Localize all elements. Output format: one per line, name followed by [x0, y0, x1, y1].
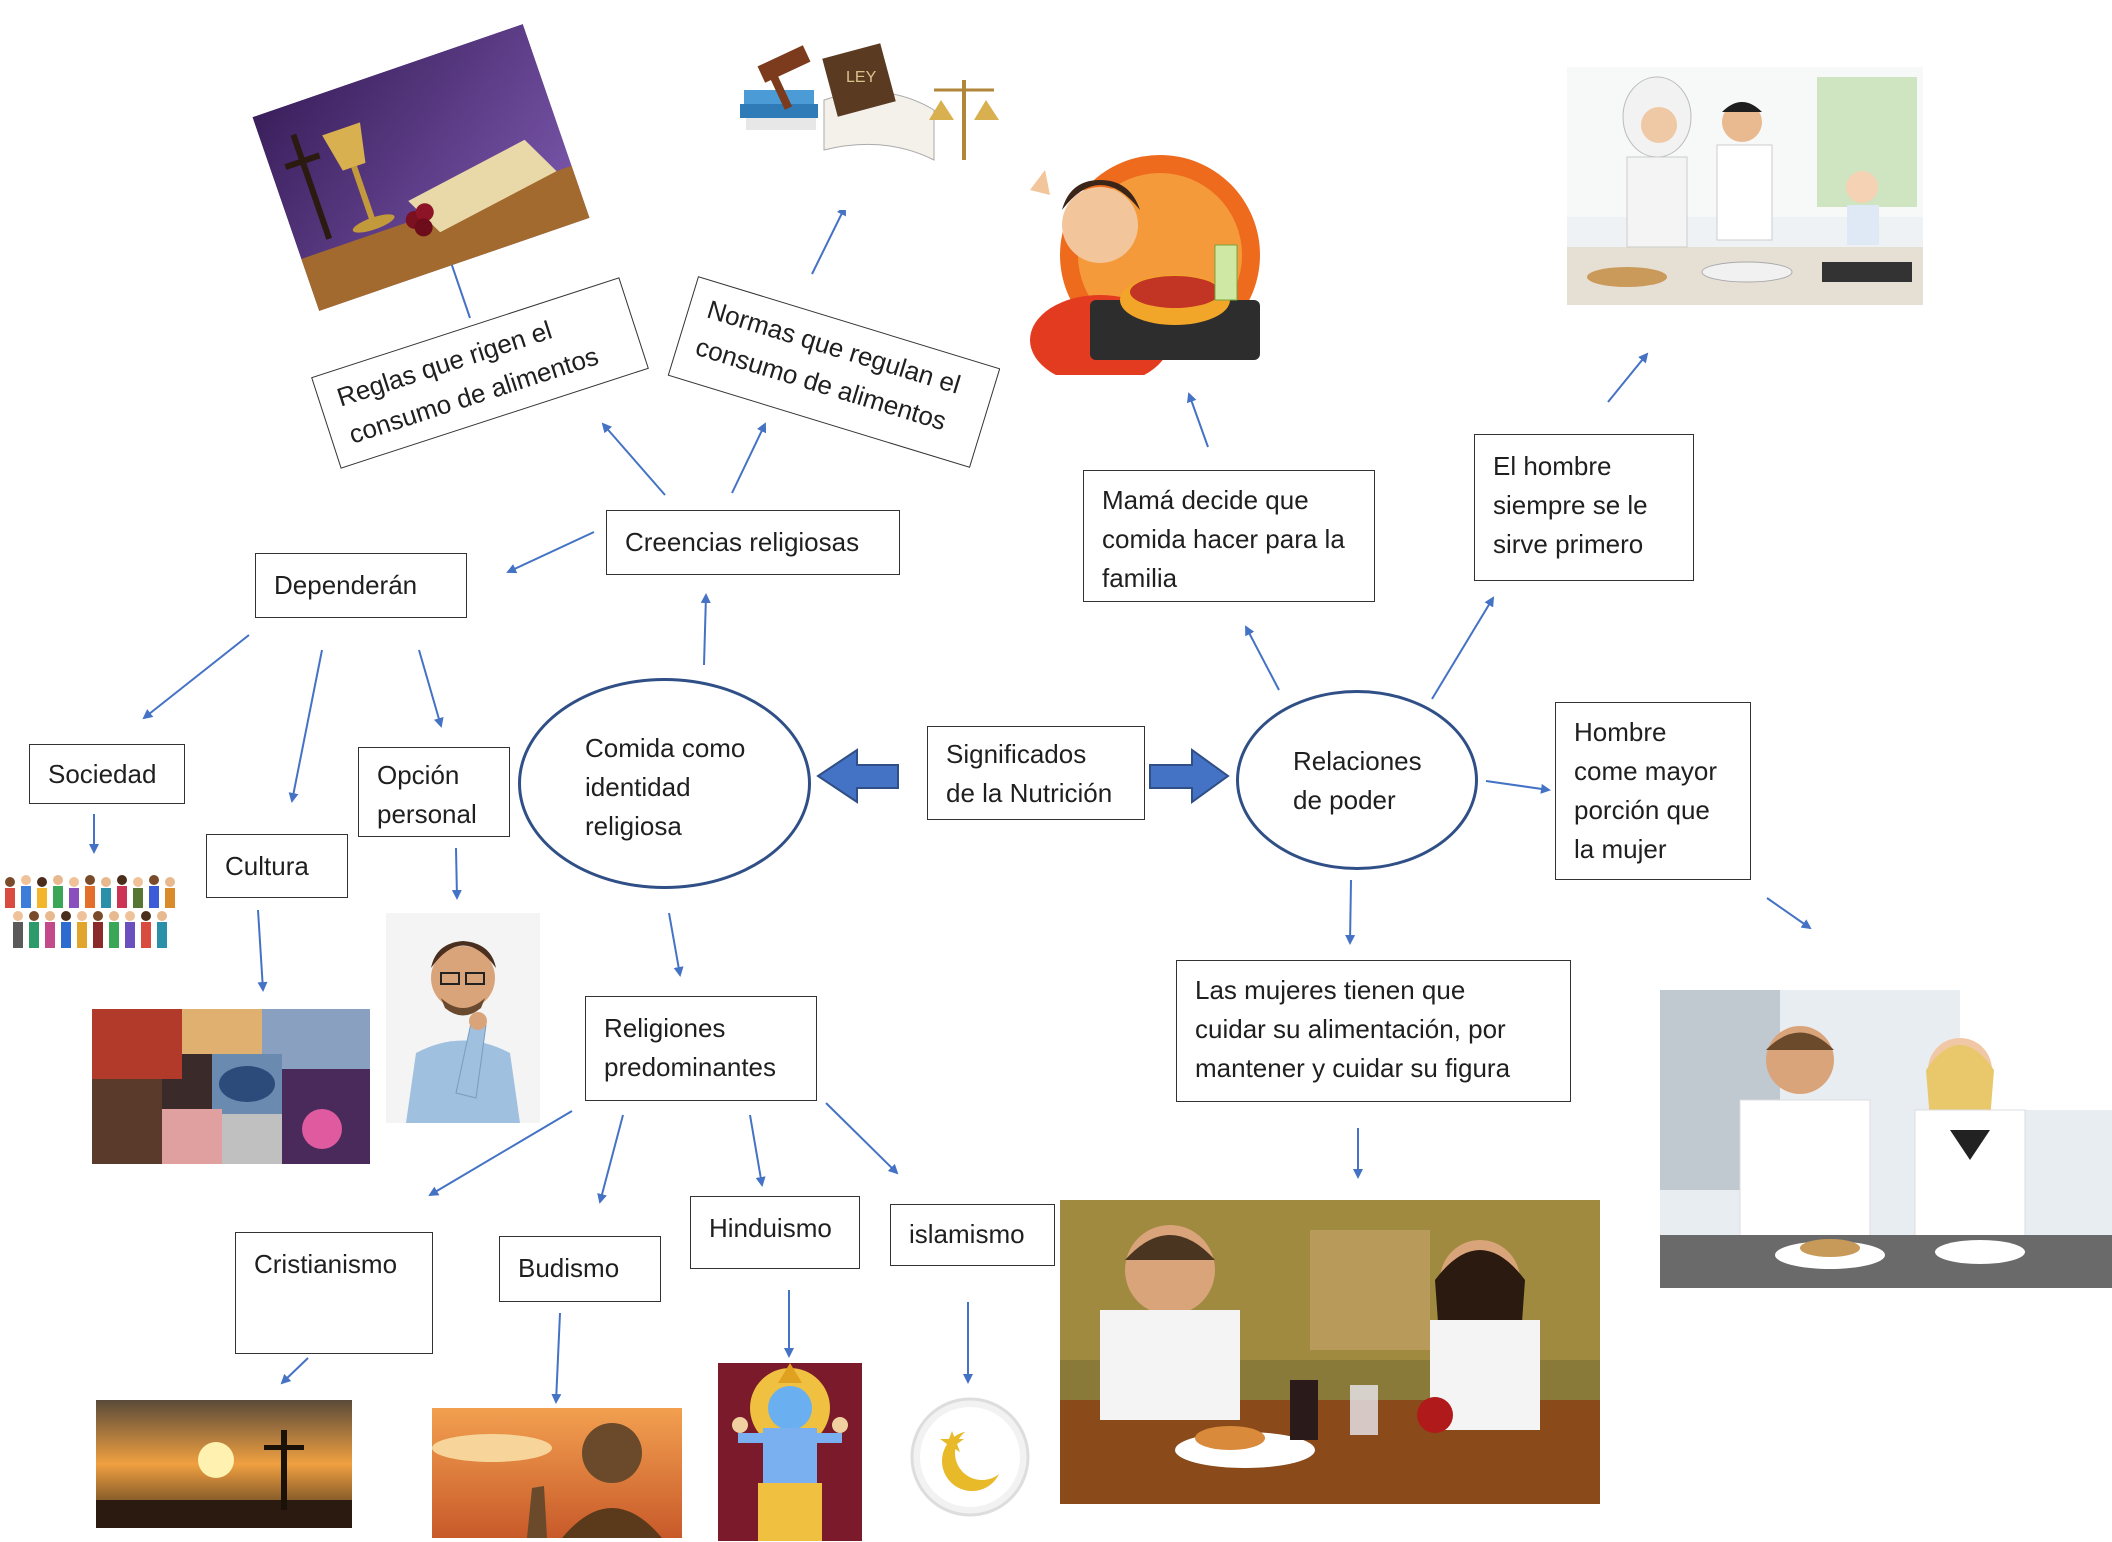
arrow-power-to-manfirst: [1431, 596, 1495, 700]
node-depend: Dependerán: [255, 553, 467, 618]
vishnu-image: [718, 1363, 862, 1541]
buddha-statue-image: [432, 1408, 682, 1538]
block-arrow-left: [816, 748, 899, 804]
arrow-power-to-manmore: [1485, 780, 1551, 794]
arrow-norms-to-image: [811, 205, 846, 275]
node-power-hub: Relaciones de poder: [1236, 690, 1478, 870]
islam-label: islamismo: [909, 1219, 1025, 1249]
crowd-figures: [5, 875, 175, 948]
cross-sunset-image: [96, 1400, 352, 1528]
node-hinduism: Hinduismo: [690, 1196, 860, 1269]
family-dinner-image: [1567, 67, 1923, 305]
node-nutrition: Significados de la Nutrición: [927, 726, 1145, 820]
hinduism-label: Hinduismo: [709, 1213, 832, 1243]
restaurant-couple-image: [1660, 990, 2112, 1288]
arrow-culture-to-image: [257, 909, 268, 992]
arrow-beliefs-to-norms: [731, 422, 767, 494]
node-predominant: Religiones predominantes: [585, 996, 817, 1101]
law-gavel-image: LEY: [664, 10, 1024, 210]
man-first-label: El hombre siempre se le sirve primero: [1493, 451, 1648, 559]
nutrition-label: Significados de la Nutrición: [946, 739, 1113, 808]
node-personal: Opción personal: [358, 747, 510, 837]
mom-cartoon-image: [1000, 150, 1262, 375]
predominant-label: Religiones predominantes: [604, 1013, 776, 1082]
personal-label: Opción personal: [377, 760, 477, 829]
arrow-predominant-to-islam: [825, 1102, 899, 1175]
arrow-depend-to-culture: [288, 649, 323, 803]
arrow-depend-to-society: [142, 634, 250, 720]
arrow-predominant-to-hinduism: [749, 1114, 766, 1187]
arrow-manfirst-to-image: [1607, 352, 1649, 403]
node-islam: islamismo: [890, 1204, 1055, 1266]
man-more-label: Hombre come mayor porción que la mujer: [1574, 717, 1718, 864]
culture-collage-image: [92, 1009, 370, 1164]
arrow-personal-to-image: [451, 847, 462, 900]
mom-label: Mamá decide que comida hacer para la fam…: [1102, 485, 1345, 593]
arrow-depend-to-personal: [418, 649, 444, 728]
node-mom: Mamá decide que comida hacer para la fam…: [1083, 470, 1375, 602]
arrow-mom-to-image: [1186, 392, 1209, 448]
arrow-hub-to-predominant: [668, 912, 684, 977]
node-man-first: El hombre siempre se le sirve primero: [1474, 434, 1694, 581]
beliefs-label: Creencias religiosas: [625, 527, 860, 557]
society-label: Sociedad: [48, 759, 157, 789]
node-beliefs: Creencias religiosas: [606, 510, 900, 575]
power-hub-label: Relaciones de poder: [1293, 746, 1422, 815]
women-label: Las mujeres tienen que cuidar su aliment…: [1195, 975, 1511, 1083]
religion-hub-label: Comida como identidad religiosa: [585, 733, 746, 841]
chalice-bible-image: [252, 24, 590, 311]
crescent-star-image: [908, 1395, 1032, 1519]
arrow-beliefs-to-rules: [601, 422, 666, 496]
depend-label: Dependerán: [274, 570, 418, 600]
arrow-buddhism-to-image: [551, 1312, 562, 1404]
buddhism-label: Budismo: [518, 1253, 620, 1283]
arrow-christianity-to-image: [280, 1357, 309, 1385]
node-women: Las mujeres tienen que cuidar su aliment…: [1176, 960, 1571, 1102]
arrow-predominant-to-christianity: [428, 1110, 573, 1197]
node-christianity: Cristianismo: [235, 1232, 433, 1354]
culture-label: Cultura: [225, 851, 309, 881]
arrow-power-to-women: [1345, 879, 1356, 945]
block-arrow-right: [1149, 748, 1230, 804]
arrow-manmore-to-image: [1766, 897, 1812, 930]
christianity-label: Cristianismo: [254, 1249, 398, 1279]
arrow-predominant-to-buddhism: [597, 1114, 624, 1204]
node-buddhism: Budismo: [499, 1236, 661, 1302]
node-man-more: Hombre come mayor porción que la mujer: [1555, 702, 1751, 880]
crowd-society-image: [0, 868, 180, 958]
node-society: Sociedad: [29, 744, 185, 804]
arrow-power-to-mom: [1245, 625, 1280, 691]
law-book-text: LEY: [846, 69, 877, 86]
arrow-beliefs-to-depend: [506, 531, 595, 574]
node-culture: Cultura: [206, 834, 348, 898]
couple-burgers-image: [1060, 1200, 1600, 1504]
thinking-man-image: [386, 913, 540, 1123]
node-religion-hub: Comida como identidad religiosa: [518, 678, 811, 889]
arrow-hub-to-beliefs: [700, 593, 711, 666]
